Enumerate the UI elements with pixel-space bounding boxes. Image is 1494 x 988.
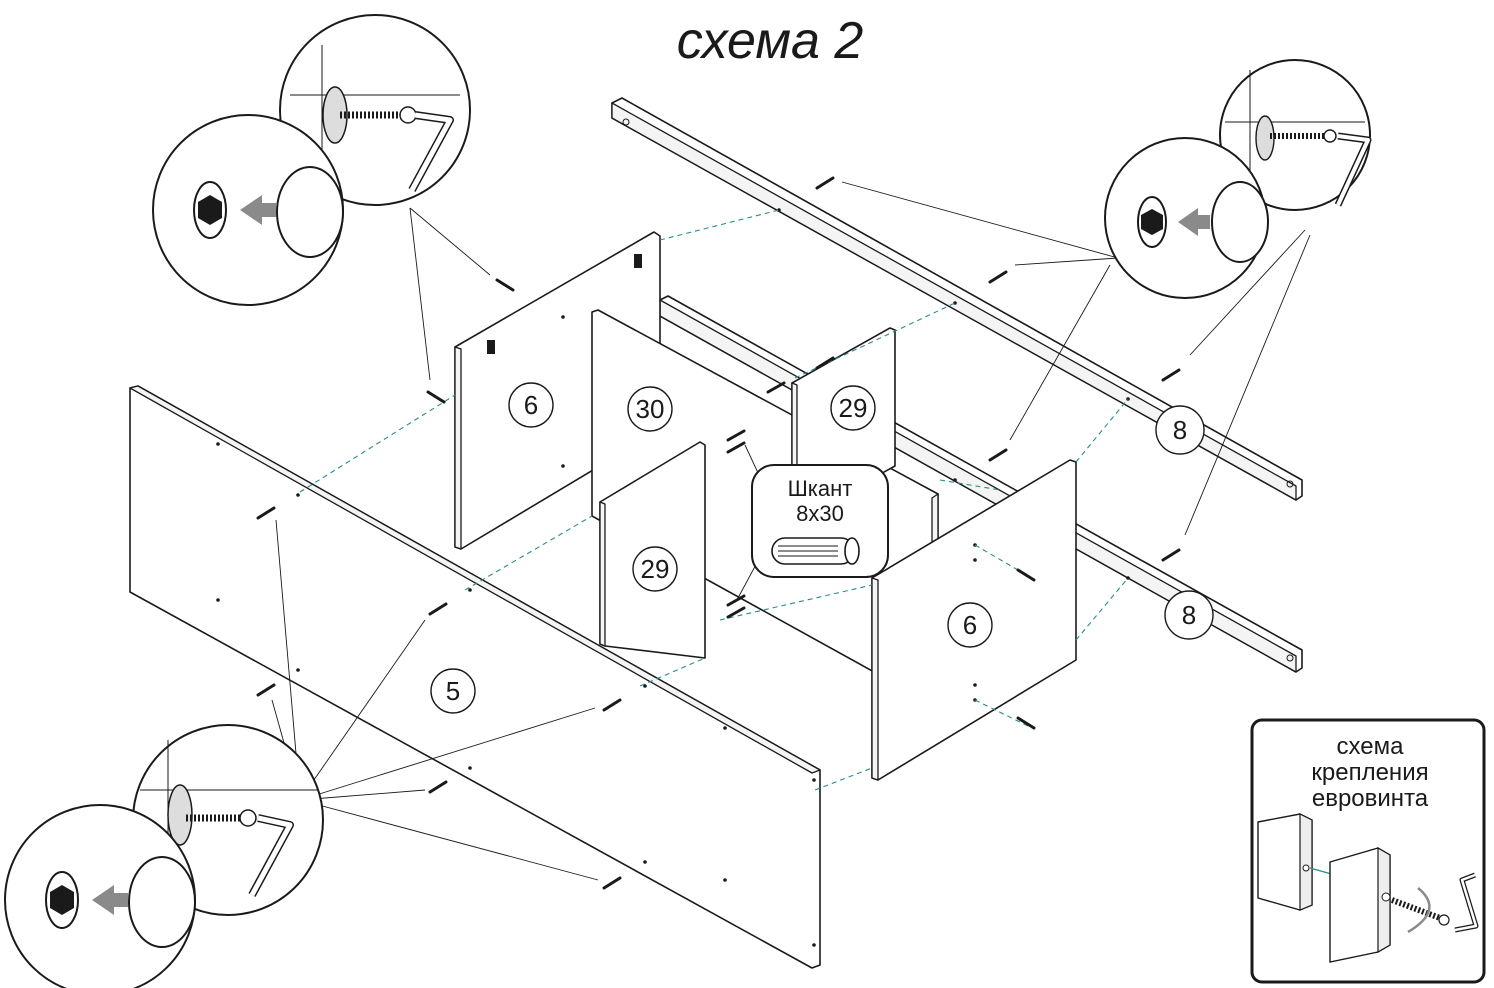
svg-text:6: 6 [524,390,538,420]
zoom-callout-top-left [152,14,471,306]
cam-lock-fitting-icon [487,254,642,354]
svg-text:Шкант: Шкант [788,476,853,501]
dowel-icon [771,537,860,565]
part-label-left-side: 6 [508,382,554,428]
svg-text:8: 8 [1173,415,1187,445]
eurosrew-icon [322,86,417,144]
diagram-title: схема 2 [677,12,864,70]
part-label-front-shelf-divider: 29 [632,546,678,592]
svg-text:крепления: крепления [1311,759,1428,786]
part-label-front-panel: 5 [430,668,476,714]
front-panel [129,385,821,969]
svg-text:8: 8 [1182,600,1196,630]
svg-text:6: 6 [963,610,977,640]
svg-text:схема: схема [1337,733,1405,760]
svg-text:5: 5 [446,676,460,706]
part-label-top-rail: 8 [1155,405,1205,455]
zoom-callout-top-right [1104,59,1372,299]
svg-text:евровинта: евровинта [1312,785,1429,812]
hex-screw-head-icon [193,181,227,239]
part-label-bottom-rail: 8 [1164,590,1214,640]
svg-text:29: 29 [839,393,868,423]
part-label-center-divider: 30 [627,386,673,432]
zoom-callout-bottom-left [4,724,324,988]
svg-text:29: 29 [641,554,670,584]
part-label-right-side: 6 [947,602,993,648]
svg-text:30: 30 [636,394,665,424]
euroscrew-legend: схема крепления евровинта [1250,718,1486,984]
part-label-back-shelf-divider: 29 [830,385,876,431]
top-rail [611,97,1303,501]
svg-text:8x30: 8x30 [796,501,844,526]
leader-arrows [271,181,1311,881]
dowel-callout: Шкант 8x30 [751,464,889,578]
euroscrews [256,176,1181,890]
